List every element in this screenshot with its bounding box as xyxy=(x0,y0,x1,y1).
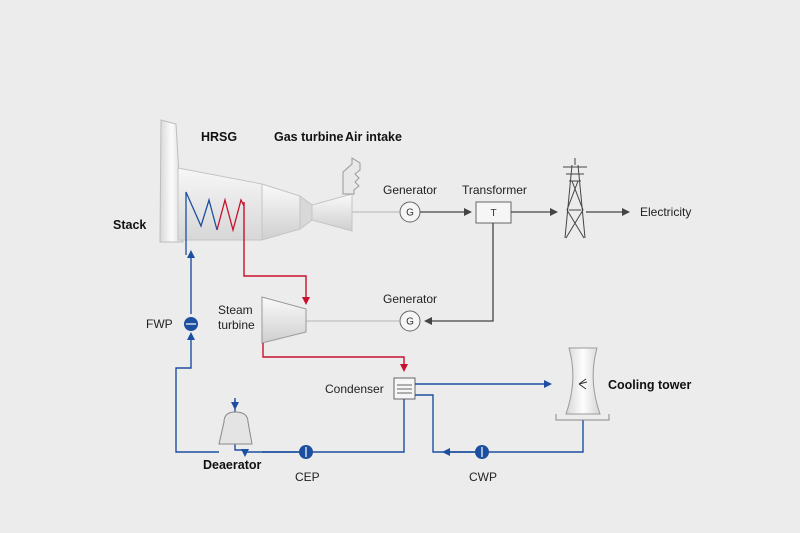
condenser-to-deaerator-line xyxy=(241,399,405,457)
gas-turbine-label: Gas turbine xyxy=(274,130,344,144)
condenser xyxy=(393,377,416,400)
fwp-pump xyxy=(184,317,198,331)
generator-bottom-symbol: G xyxy=(406,317,414,328)
transformer-label: Transformer xyxy=(462,183,527,197)
deaerator-label: Deaerator xyxy=(203,458,261,472)
deaerator xyxy=(218,411,253,445)
cep-pump xyxy=(299,445,313,459)
cooling-tower-label: Cooling tower xyxy=(608,378,691,392)
transformer: T xyxy=(475,201,512,224)
hrsg-to-steam-turbine-line xyxy=(243,202,310,305)
cwp-pump xyxy=(475,445,489,459)
generator-top-symbol: G xyxy=(406,208,414,219)
generator-top-label: Generator xyxy=(383,183,437,197)
gas-turbine xyxy=(261,183,353,241)
stack xyxy=(159,119,184,243)
cwp-label: CWP xyxy=(469,470,497,484)
deaerator-to-fwp-line xyxy=(175,332,219,453)
hrsg-coil xyxy=(185,191,245,255)
generator-top: G xyxy=(399,201,421,223)
steam-lines xyxy=(243,202,408,372)
air-intake-label: Air intake xyxy=(345,130,402,144)
stack-label: Stack xyxy=(113,218,146,232)
tower-return-line xyxy=(442,420,584,456)
cep-label: CEP xyxy=(295,470,320,484)
cwp-to-condenser-line xyxy=(415,394,482,453)
air-intake xyxy=(342,157,361,195)
pylon-icon xyxy=(563,158,587,239)
steam-turbine-label-line1: Steam xyxy=(218,303,253,317)
steam-turbine xyxy=(261,296,307,344)
generator-bottom: G xyxy=(399,310,421,332)
transformer-symbol: T xyxy=(490,208,496,219)
power-lines xyxy=(420,208,630,325)
steam-turbine-to-condenser-line xyxy=(262,343,408,372)
electricity-label: Electricity xyxy=(640,205,691,219)
cooling-tower xyxy=(555,347,610,421)
fwp-label: FWP xyxy=(146,317,173,331)
generator-bottom-label: Generator xyxy=(383,292,437,306)
steam-turbine-label-line2: turbine xyxy=(218,318,255,332)
hrsg-label: HRSG xyxy=(201,130,237,144)
transformer-to-generator-line xyxy=(424,223,494,325)
condenser-label: Condenser xyxy=(325,382,384,396)
